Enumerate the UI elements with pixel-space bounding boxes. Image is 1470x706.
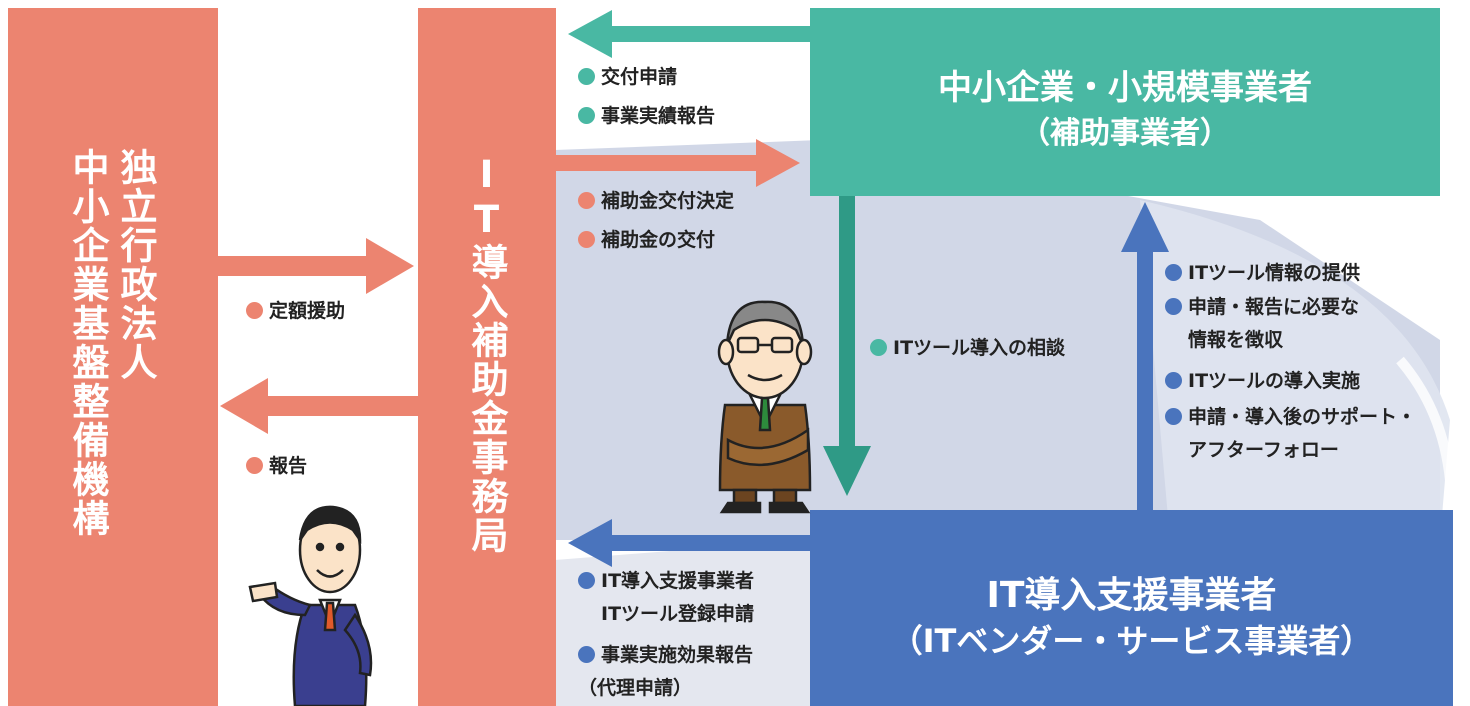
- vendor-report-1: IT導入支援事業者: [578, 566, 754, 596]
- label-grant-disbursement: 補助金の交付: [578, 225, 715, 255]
- vendor-box: IT導入支援事業者 （ITベンダー・サービス事業者）: [810, 510, 1453, 706]
- sme-subtitle: （補助事業者）: [1020, 116, 1230, 151]
- sme-title: 中小企業・小規模事業者: [938, 68, 1312, 108]
- label-report: 報告: [246, 451, 307, 481]
- arrow-sme-to-secretariat: [568, 10, 810, 58]
- sme-box: 中小企業・小規模事業者 （補助事業者）: [810, 8, 1440, 196]
- arrow-vendor-to-secretariat: [568, 519, 810, 567]
- arrow-vendor-to-sme: [1121, 202, 1169, 510]
- vendor-service-2: 申請・報告に必要な: [1165, 292, 1359, 322]
- blue-bullet-icon: [578, 572, 595, 589]
- secretariat-box: IT導入補助金事務局: [418, 8, 556, 706]
- vendor-report-1-cont: ITツール登録申請: [601, 603, 755, 625]
- label-grant-decision: 補助金交付決定: [578, 186, 734, 216]
- vendor-service-2-cont: 情報を徴収: [1188, 329, 1284, 351]
- arrow-secretariat-to-sme: [556, 139, 800, 187]
- salmon-bullet-icon: [578, 231, 595, 248]
- blue-bullet-icon: [578, 646, 595, 663]
- salmon-bullet-icon: [578, 192, 595, 209]
- vendor-report-2-cont: （代理申請）: [578, 677, 693, 699]
- teal-bullet-icon: [870, 339, 887, 356]
- teal-bullet-icon: [578, 107, 595, 124]
- vendor-service-4-cont: アフターフォロー: [1188, 439, 1339, 461]
- arrow-secretariat-to-jsmrd: [220, 378, 418, 434]
- jsmrd-box: 独立行政法人中小企業基盤整備機構: [8, 8, 218, 706]
- blue-bullet-icon: [1165, 372, 1182, 389]
- vendor-subtitle: （ITベンダー・サービス事業者）: [890, 622, 1373, 660]
- jsmrd-line1: 独立行政法人: [114, 148, 157, 382]
- vendor-service-4: 申請・導入後のサポート・: [1165, 402, 1416, 432]
- salmon-bullet-icon: [246, 457, 263, 474]
- label-fixed-support: 定額援助: [246, 296, 345, 326]
- vendor-report-2: 事業実施効果報告: [578, 640, 753, 670]
- label-consultation: ITツール導入の相談: [870, 333, 1065, 363]
- vendor-service-3: ITツールの導入実施: [1165, 366, 1360, 396]
- blue-bullet-icon: [1165, 298, 1182, 315]
- jsmrd-line2: 中小企業基盤整備機構: [66, 148, 109, 538]
- label-grant-application: 交付申請: [578, 62, 677, 92]
- vendor-title: IT導入支援事業者: [986, 575, 1277, 616]
- secretariat-title: IT導入補助金事務局: [465, 153, 508, 555]
- salmon-bullet-icon: [246, 302, 263, 319]
- blue-bullet-icon: [1165, 264, 1182, 281]
- teal-bullet-icon: [578, 68, 595, 85]
- arrow-sme-to-vendor: [823, 196, 871, 496]
- blue-bullet-icon: [1165, 408, 1182, 425]
- vendor-service-1: ITツール情報の提供: [1165, 258, 1360, 288]
- arrow-jsmrd-to-secretariat: [218, 238, 414, 294]
- label-business-results-report: 事業実績報告: [578, 101, 715, 131]
